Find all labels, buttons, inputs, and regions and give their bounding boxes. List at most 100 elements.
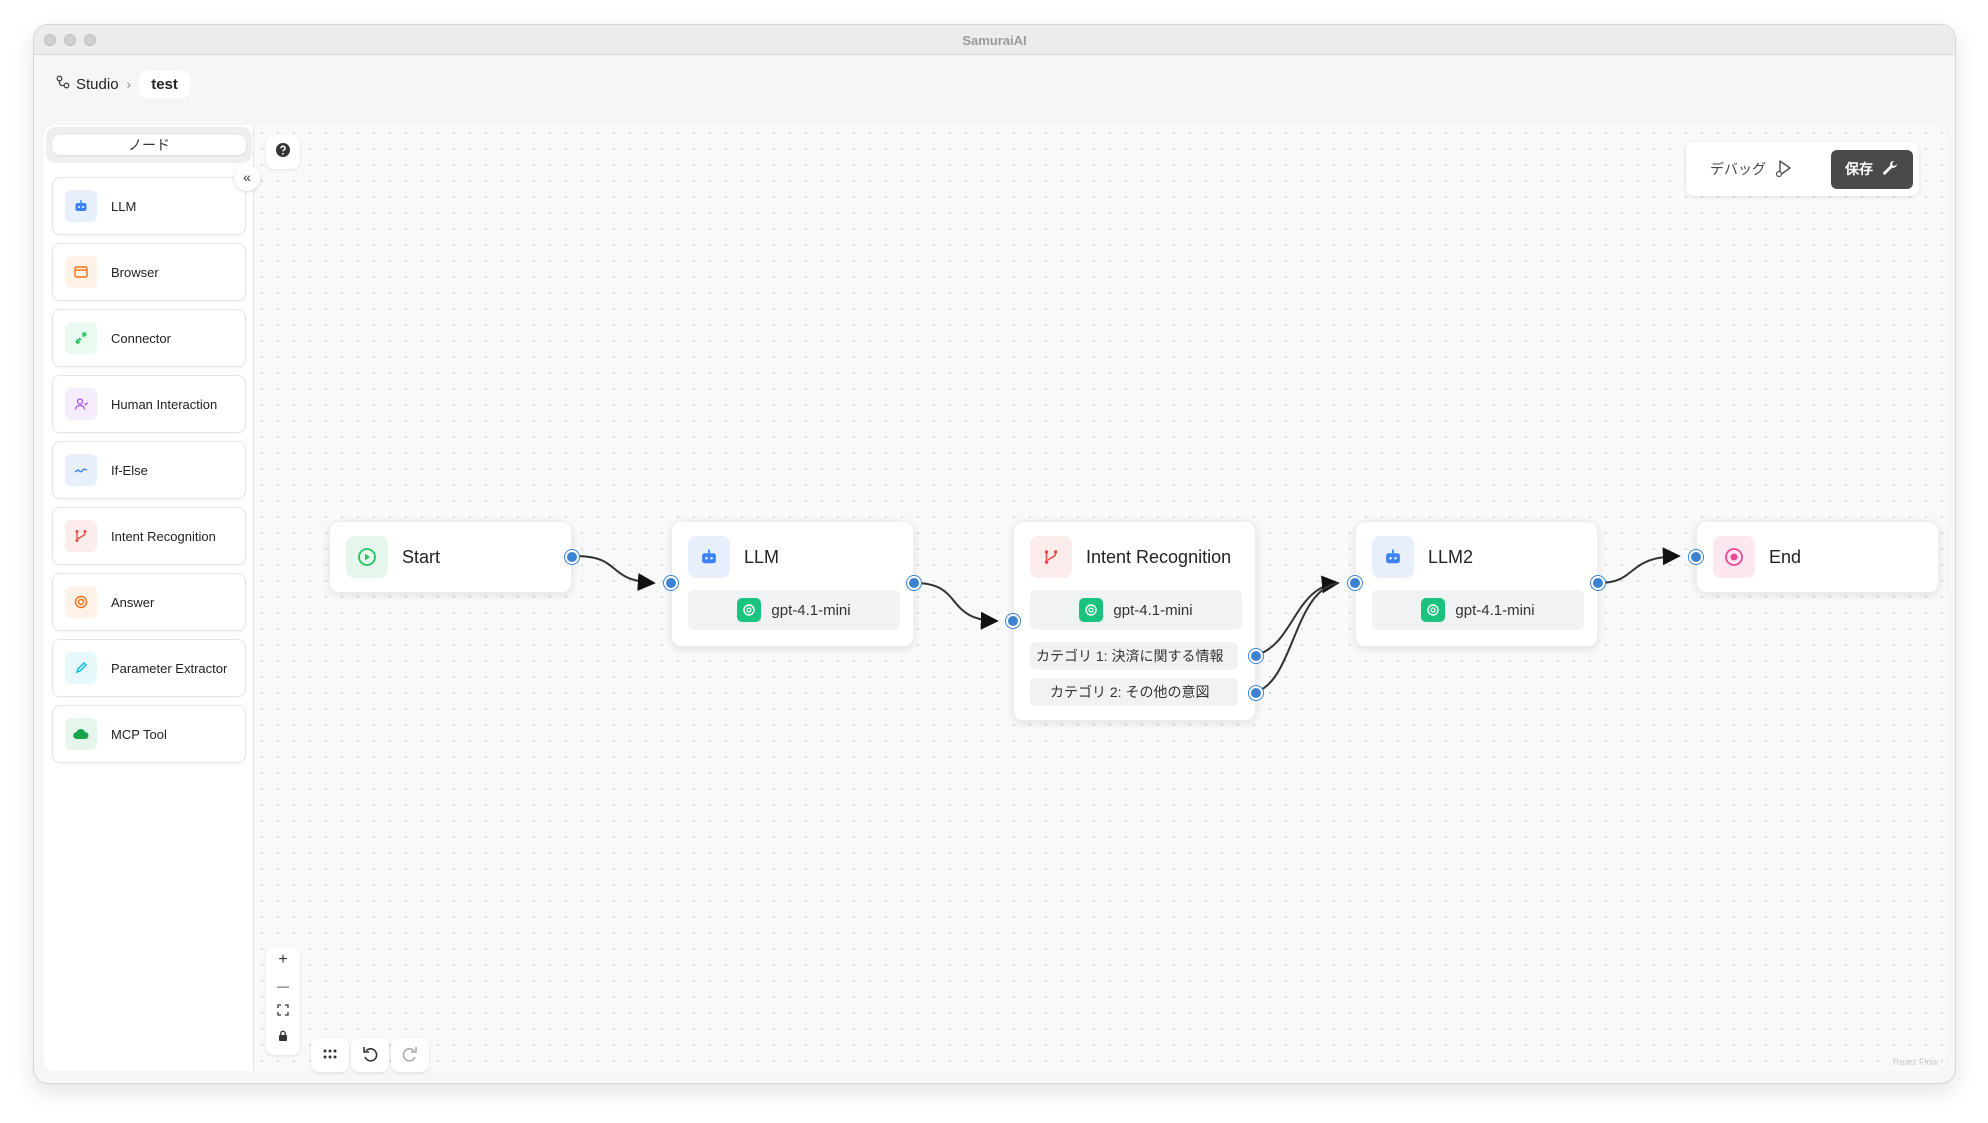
node-intent-header: Intent Recognition: [1030, 536, 1231, 578]
react-flow-attribution[interactable]: React Flow: [1892, 1057, 1938, 1067]
branch-icon: [65, 454, 97, 486]
user-icon: [65, 388, 97, 420]
palette-item-intent-recognition[interactable]: Intent Recognition: [52, 507, 246, 565]
stop-circle-icon: [1713, 536, 1755, 578]
model-selector[interactable]: gpt-4.1-mini: [1030, 590, 1242, 630]
lock-icon: [277, 1029, 289, 1047]
palette-item-label: Answer: [111, 594, 155, 610]
palette-item-answer[interactable]: Answer: [52, 573, 246, 631]
palette-item-label: Parameter Extractor: [111, 660, 228, 676]
node-llm-output-handle[interactable]: [907, 576, 921, 590]
palette-item-connector[interactable]: Connector: [52, 309, 246, 367]
fit-view-icon: [277, 1003, 289, 1021]
workflow-icon: [56, 75, 70, 93]
redo-icon: [401, 1044, 419, 1067]
zoom-out-button[interactable]: —: [277, 979, 289, 993]
node-llm2-output-handle[interactable]: [1591, 576, 1605, 590]
lock-button[interactable]: [266, 1025, 300, 1051]
node-llm-input-handle[interactable]: [664, 576, 678, 590]
intent-category-1[interactable]: カテゴリ 1: 決済に関する情報: [1030, 642, 1238, 670]
palette-item-human-interaction[interactable]: Human Interaction: [52, 375, 246, 433]
help-button[interactable]: [266, 135, 300, 169]
fork-icon: [65, 520, 97, 552]
breadcrumb-studio-label: Studio: [76, 75, 119, 93]
edges-layer: [573, 547, 1681, 693]
palette-item-if-else[interactable]: If-Else: [52, 441, 246, 499]
zoom-in-button[interactable]: +: [278, 951, 288, 968]
model-selector[interactable]: gpt-4.1-mini: [688, 590, 900, 630]
workflow-canvas[interactable]: デバッグ 保存: [254, 125, 1946, 1072]
close-window-button[interactable]: [44, 34, 56, 46]
grid-layout-button[interactable]: [311, 1038, 349, 1072]
save-button[interactable]: 保存: [1831, 149, 1913, 189]
zoom-window-button[interactable]: [84, 34, 96, 46]
undo-icon: [361, 1044, 379, 1067]
palette-item-parameter-extractor[interactable]: Parameter Extractor: [52, 639, 246, 697]
debug-label: デバッグ: [1710, 161, 1766, 177]
title-bar: SamuraiAI: [34, 25, 1955, 55]
debug-button[interactable]: デバッグ: [1710, 157, 1794, 182]
node-start-output-handle[interactable]: [565, 550, 579, 564]
wrench-icon: [1881, 159, 1899, 180]
tab-nodes[interactable]: ノード: [52, 135, 246, 155]
node-intent-category-2-handle[interactable]: [1249, 686, 1263, 700]
edge-llm2-end[interactable]: [1597, 547, 1681, 584]
palette-item-llm[interactable]: LLM: [52, 177, 246, 235]
node-intent-input-handle[interactable]: [1006, 614, 1020, 628]
model-name: gpt-4.1-mini: [1455, 601, 1535, 619]
node-title: LLM2: [1428, 546, 1474, 567]
window-title: SamuraiAI: [962, 33, 1027, 48]
palette-item-mcp-tool[interactable]: MCP Tool: [52, 705, 246, 763]
edge-llm-intent[interactable]: [914, 582, 999, 630]
node-end[interactable]: End: [1689, 521, 1939, 593]
openai-icon: [737, 598, 762, 622]
palette-item-label: Human Interaction: [111, 396, 218, 412]
palette-item-label: Connector: [111, 330, 171, 346]
fit-view-button[interactable]: [266, 999, 300, 1025]
redo-button[interactable]: [391, 1038, 429, 1072]
node-llm-header: LLM: [688, 536, 779, 578]
node-llm2-input-handle[interactable]: [1348, 576, 1362, 590]
app-window: SamuraiAI Studio › test ノード LLM: [34, 25, 1955, 1083]
cloud-icon: [65, 718, 97, 750]
node-llm2-header: LLM2: [1372, 536, 1473, 578]
model-name: gpt-4.1-mini: [1113, 601, 1193, 619]
breadcrumb: Studio › test: [56, 69, 190, 99]
node-end-input-handle[interactable]: [1689, 550, 1703, 564]
node-title: End: [1769, 546, 1802, 567]
workflow-toolbar: デバッグ 保存: [1686, 142, 1919, 196]
palette-item-label: Browser: [111, 264, 159, 280]
node-intent-category-1-handle[interactable]: [1249, 649, 1263, 663]
target-icon: [65, 586, 97, 618]
undo-button[interactable]: [351, 1038, 389, 1072]
palette-item-label: MCP Tool: [111, 726, 167, 742]
save-label: 保存: [1845, 161, 1873, 177]
palette-item-browser[interactable]: Browser: [52, 243, 246, 301]
edge-intent-cat1-llm2[interactable]: [1255, 575, 1340, 656]
openai-icon: [1421, 598, 1446, 622]
node-palette-sidebar: ノード LLM Browser Connector: [44, 125, 254, 1071]
browser-icon: [65, 256, 97, 288]
model-selector[interactable]: gpt-4.1-mini: [1372, 590, 1584, 630]
model-name: gpt-4.1-mini: [771, 601, 851, 619]
palette-item-label: If-Else: [111, 462, 148, 478]
openai-icon: [1079, 598, 1104, 622]
sidebar-tab-bar: ノード: [46, 127, 252, 163]
robot-icon: [1372, 536, 1414, 578]
pencil-icon: [65, 652, 97, 684]
grid-icon: [323, 1046, 337, 1064]
palette-item-label: Intent Recognition: [111, 528, 216, 544]
collapse-sidebar-button[interactable]: «: [234, 165, 260, 191]
intent-category-2[interactable]: カテゴリ 2: その他の意図: [1030, 678, 1238, 706]
node-llm2[interactable]: LLM2 gpt-4.1-mini: [1348, 521, 1605, 647]
breadcrumb-studio[interactable]: Studio: [56, 75, 119, 93]
minimize-window-button[interactable]: [64, 34, 76, 46]
robot-icon: [688, 536, 730, 578]
edge-intent-cat2-llm2[interactable]: [1255, 582, 1339, 693]
node-start[interactable]: Start: [329, 521, 579, 593]
node-intent-recognition[interactable]: Intent Recognition gpt-4.1-mini カテゴリ 1: …: [1006, 521, 1263, 721]
play-bug-icon: [1772, 157, 1794, 182]
node-llm[interactable]: LLM gpt-4.1-mini: [664, 521, 921, 647]
edge-start-llm[interactable]: [573, 555, 656, 592]
breadcrumb-current[interactable]: test: [139, 70, 190, 98]
